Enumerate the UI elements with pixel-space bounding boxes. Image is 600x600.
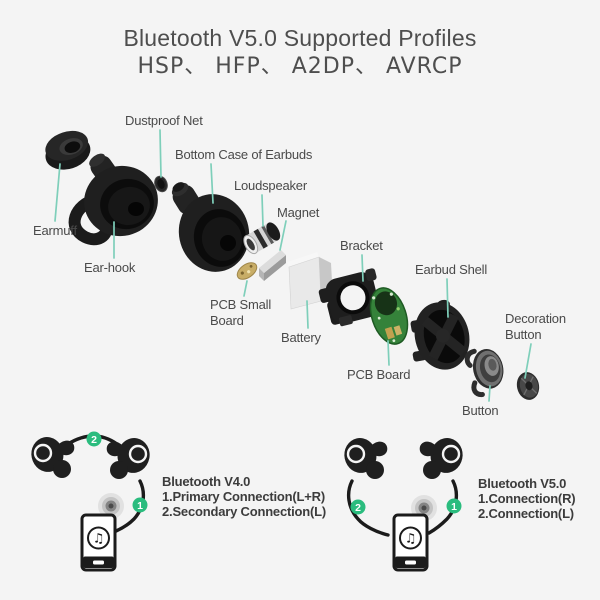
bt4-line2: 2.Secondary Connection(L) bbox=[162, 504, 327, 519]
bt5-left-link-arc bbox=[346, 479, 390, 537]
bt4-left-earbud-icon bbox=[26, 432, 76, 480]
bt5-text-block: Bluetooth V5.0 1.Connection(R) 2.Connect… bbox=[478, 476, 576, 521]
label-earmuff: Earmuff bbox=[33, 223, 77, 238]
magnet-part bbox=[259, 250, 286, 281]
button-part bbox=[464, 348, 504, 398]
bt4-badge-1: 1 bbox=[132, 497, 148, 513]
bt5-left-earbud-icon bbox=[339, 433, 389, 481]
bt5-line2: 2.Connection(L) bbox=[478, 506, 574, 521]
bt4-diagram: 2 1 bbox=[26, 431, 155, 572]
bt5-right-earbud-icon bbox=[418, 433, 468, 481]
page-title: Bluetooth V5.0 Supported Profiles HSP、 H… bbox=[0, 24, 600, 80]
bt5-right-link-arc bbox=[427, 479, 459, 535]
bt4-text-block: Bluetooth V4.0 1.Primary Connection(L+R)… bbox=[162, 474, 326, 519]
svg-text:2: 2 bbox=[355, 502, 361, 514]
pcb-board-part bbox=[369, 287, 409, 345]
title-line2: HSP、 HFP、 A2DP、 AVRCP bbox=[137, 54, 463, 79]
bt5-line1: 1.Connection(R) bbox=[478, 491, 576, 506]
bracket-part bbox=[318, 268, 380, 327]
bt4-phone-link-arc bbox=[114, 479, 146, 533]
earbud-shell-part bbox=[410, 299, 470, 370]
bt5-diagram: 2 1 bbox=[339, 433, 468, 572]
bt5-badge-2: 2 bbox=[350, 499, 366, 515]
label-button: Button bbox=[462, 403, 499, 418]
bottom-case-part bbox=[171, 182, 250, 272]
label-decoration-button: Decoration Button bbox=[505, 311, 566, 342]
svg-text:2: 2 bbox=[91, 434, 97, 446]
label-magnet: Magnet bbox=[277, 205, 320, 220]
bt5-badge-1: 1 bbox=[446, 498, 462, 514]
bt4-badge-2: 2 bbox=[86, 431, 102, 447]
decoration-button-part bbox=[516, 372, 540, 400]
earmuff-part bbox=[45, 130, 91, 170]
label-battery: Battery bbox=[281, 330, 321, 345]
title-line1: Bluetooth V5.0 Supported Profiles bbox=[123, 25, 477, 51]
svg-text:1: 1 bbox=[451, 501, 457, 513]
label-loudspeaker: Loudspeaker bbox=[234, 178, 307, 193]
dustproof-net-part bbox=[154, 175, 168, 193]
loudspeaker-part bbox=[243, 222, 281, 255]
bt5-phone-icon bbox=[392, 513, 429, 572]
bt5-title: Bluetooth V5.0 bbox=[478, 476, 567, 491]
pcb-small-board-part bbox=[236, 262, 258, 280]
label-pcb-board: PCB Board bbox=[347, 367, 411, 382]
bt4-title: Bluetooth V4.0 bbox=[162, 474, 251, 489]
label-bottom-case: Bottom Case of Earbuds bbox=[175, 147, 313, 162]
label-bracket: Bracket bbox=[340, 238, 383, 253]
svg-text:1: 1 bbox=[137, 500, 143, 512]
bt4-line1: 1.Primary Connection(L+R) bbox=[162, 489, 325, 504]
leader-lines bbox=[54, 129, 532, 402]
bt4-phone-icon bbox=[80, 513, 117, 572]
ear-hook-part bbox=[68, 153, 158, 246]
label-earbud-shell: Earbud Shell bbox=[415, 262, 488, 277]
label-pcb-small-board: PCB Small Board bbox=[210, 297, 272, 328]
label-dustproof-net: Dustproof Net bbox=[125, 113, 203, 128]
label-ear-hook: Ear-hook bbox=[84, 260, 136, 275]
